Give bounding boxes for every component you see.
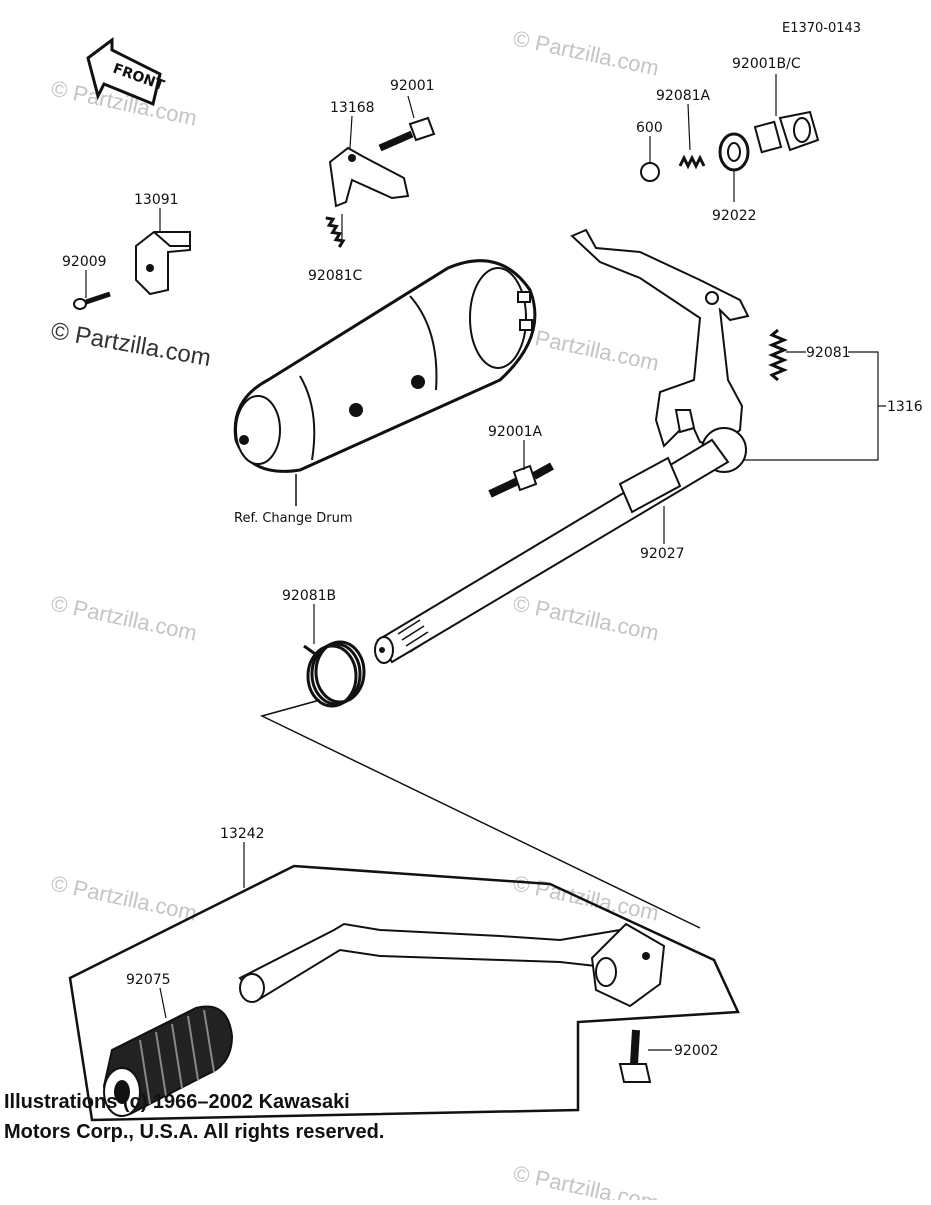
part-label: 92001A [488, 424, 543, 440]
bolt-92001 [378, 116, 436, 152]
spring-92081 [768, 328, 788, 382]
part-label: 92027 [640, 546, 685, 562]
part-label: 92075 [126, 972, 171, 988]
part-label: 92001 [390, 78, 435, 94]
part-label: 92081 [806, 345, 851, 361]
diagram-code: E1370-0143 [782, 21, 861, 36]
bracket-13091 [135, 231, 191, 296]
watermark: © Partzilla.com [49, 590, 199, 645]
watermark: © Partzilla.com [511, 25, 661, 80]
copyright-notice: Illustrations (c) 1966–2002 Kawasaki Mot… [4, 1087, 384, 1147]
front-arrow-icon: FRONT [86, 37, 167, 107]
part-labels: 92001 13168 92081C 13091 92009 92001B/C … [62, 56, 923, 1059]
pedal-group-outline [68, 864, 740, 1122]
part-label: 13168 [330, 100, 375, 116]
ball-600 [640, 162, 660, 182]
part-label: 92009 [62, 254, 107, 270]
change-drum [233, 259, 537, 473]
part-label: 92001B/C [732, 56, 801, 72]
rubber-grip-92075 [102, 1005, 234, 1117]
copyright-line-1: Illustrations (c) 1966–2002 Kawasaki [4, 1091, 350, 1113]
part-label: 92081B [282, 588, 336, 604]
watermark: © Partzilla.com [511, 1160, 661, 1200]
spring-92081A [678, 154, 706, 170]
watermark-dark: © Partzilla.com [49, 317, 213, 372]
connector-line [259, 699, 701, 929]
shift-pedal [238, 922, 666, 1008]
lever-13168 [328, 146, 410, 208]
part-label: 92022 [712, 208, 757, 224]
shaft-92027 [374, 438, 730, 664]
bolt-92002 [618, 1029, 652, 1083]
part-label: 92081A [656, 88, 711, 104]
plug-bolt-92001B-C [753, 110, 820, 154]
copyright-line-2: Motors Corp., U.S.A. All rights reserved… [4, 1121, 385, 1143]
watermark: © Partzilla.com [511, 590, 661, 645]
part-label: 92081C [308, 268, 363, 284]
part-label: 1316 [887, 399, 923, 415]
part-label: 13091 [134, 192, 179, 208]
spring-92081C [325, 216, 346, 248]
spring-92081B [303, 640, 366, 708]
reference-label: Ref. Change Drum [234, 511, 353, 526]
watermark: © Partzilla.com [49, 870, 199, 925]
part-label: 13242 [220, 826, 265, 842]
part-label: 600 [636, 120, 663, 136]
screw-92009 [73, 291, 111, 310]
stud-92001A [488, 462, 554, 498]
part-label: 92002 [674, 1043, 719, 1059]
leader-lines [85, 74, 886, 1051]
